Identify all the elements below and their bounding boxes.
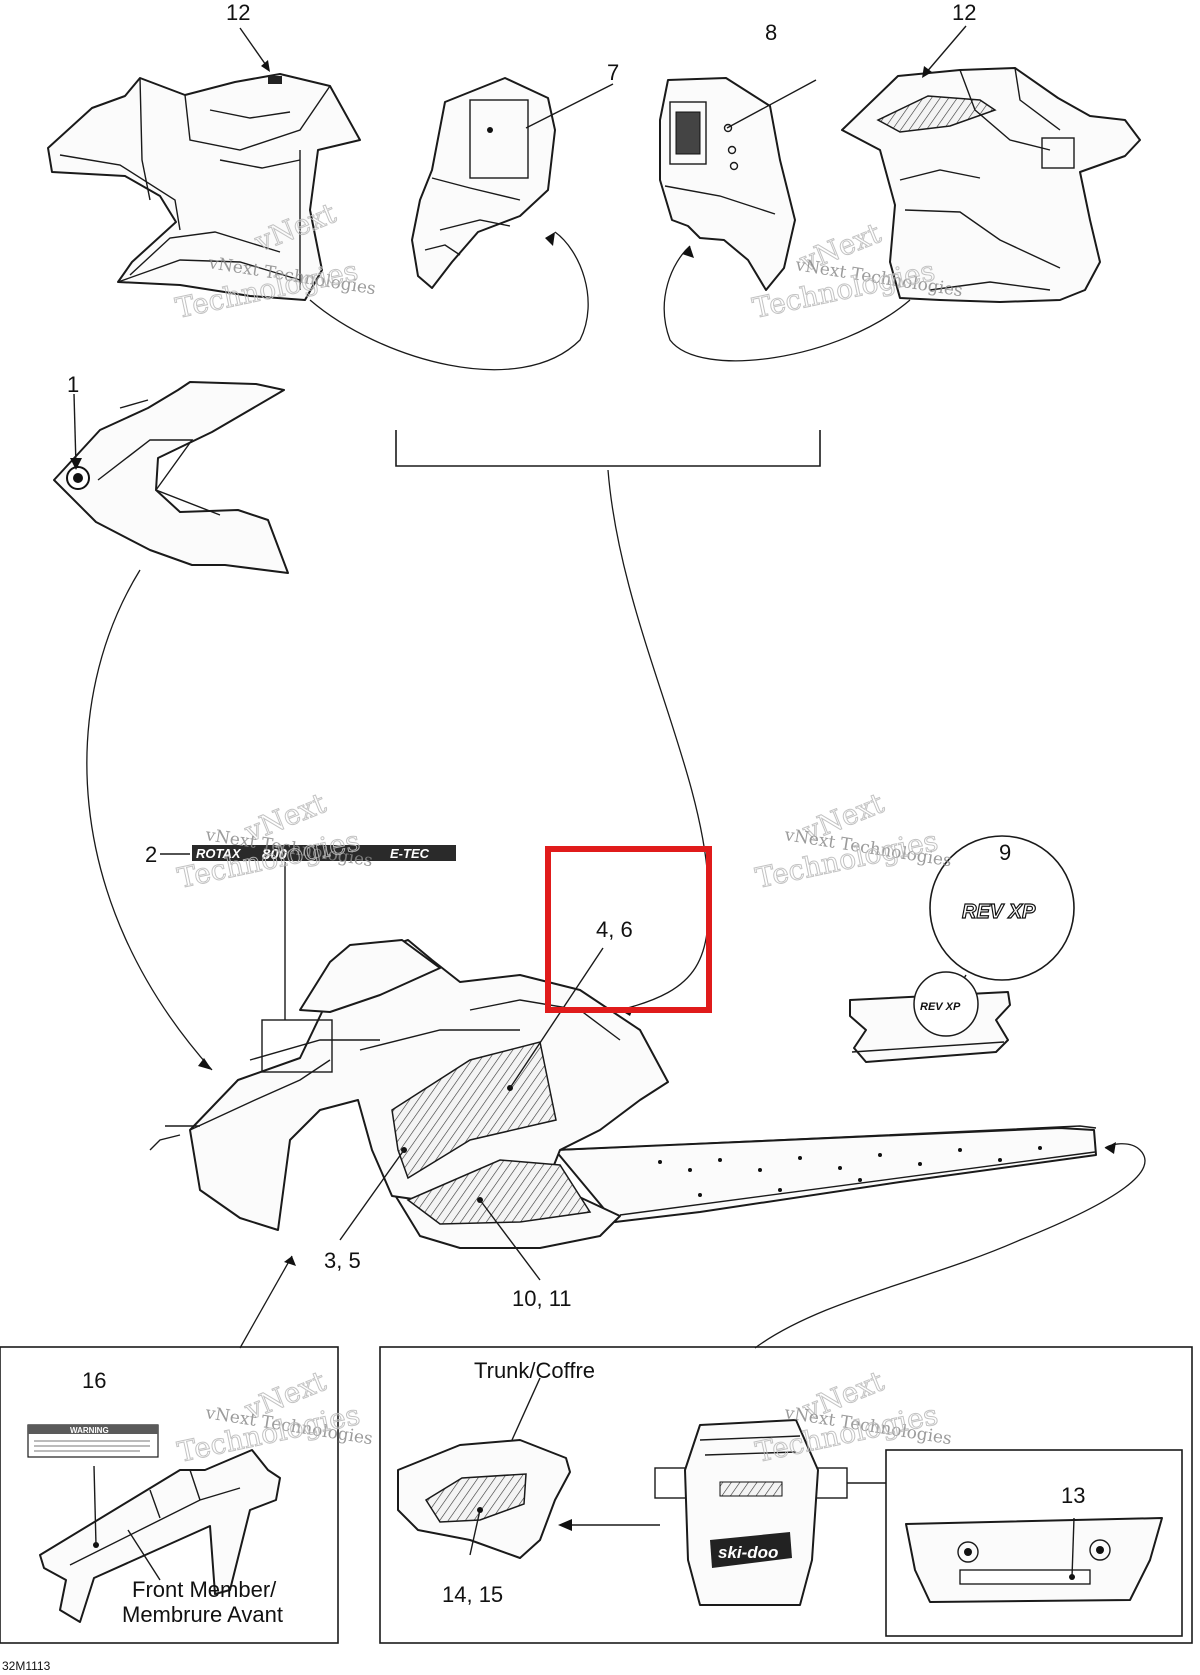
etec-decal-text: E-TEC [390,846,430,861]
callout-13: 13 [1061,1483,1085,1508]
side-panel-8 [659,77,796,291]
highlight-box [545,846,712,1013]
watermark-group-6: vNext vNext Technologies Technologies [752,1364,953,1470]
watermark-group-4: vNext vNext Technologies Technologies [752,786,953,896]
skidoo-decal-text: ski-doo [718,1543,778,1562]
arrowheads [198,232,1116,1266]
callout-12-left: 12 [226,0,250,25]
callout-3-5: 3, 5 [324,1248,361,1273]
callout-8: 8 [765,20,777,45]
front-member-caption-fr: Membrure Avant [122,1602,283,1627]
rev-xp-decal-small: REV XP [920,1001,961,1013]
warning-label-text: WARNING [70,1426,109,1435]
trunk-caption: Trunk/Coffre [474,1358,595,1383]
callout-1: 1 [67,372,79,397]
rotax-decal-text: ROTAX [196,846,242,861]
trunk-box: ski-doo [379,1346,1193,1644]
rev-xp-detail: REV XP REV XP [849,835,1075,1063]
callout-12-right: 12 [952,0,976,25]
callout-2: 2 [145,842,157,867]
group-bracket [395,430,821,467]
rev-xp-decal-large: REV XP [962,901,1036,923]
side-panel-left [47,73,361,301]
engine-decal-text: 800 [262,846,288,863]
connector-curves [86,231,1146,1349]
callout-14-15: 14, 15 [442,1582,503,1607]
front-member-caption-en: Front Member/ [132,1577,277,1602]
callout-4-6: 4, 6 [596,917,633,942]
watermark-group-3: vNext vNext Technologies Technologies [174,786,374,896]
rotax-decal: ROTAX 800 E-TEC [192,845,456,863]
callout-7: 7 [607,60,619,85]
front-member-box: WARNING [0,1346,339,1644]
side-panel-right [841,67,1141,303]
hood-part [53,381,289,574]
leader-lines [70,25,967,1281]
callout-10-11: 10, 11 [512,1286,572,1311]
figure-code: 32M1113 [2,1659,51,1673]
side-panel-7 [411,77,556,289]
callout-9: 9 [999,840,1011,865]
callout-16: 16 [82,1368,106,1393]
watermark-group-5: vNext vNext Technologies Technologies [174,1364,374,1470]
